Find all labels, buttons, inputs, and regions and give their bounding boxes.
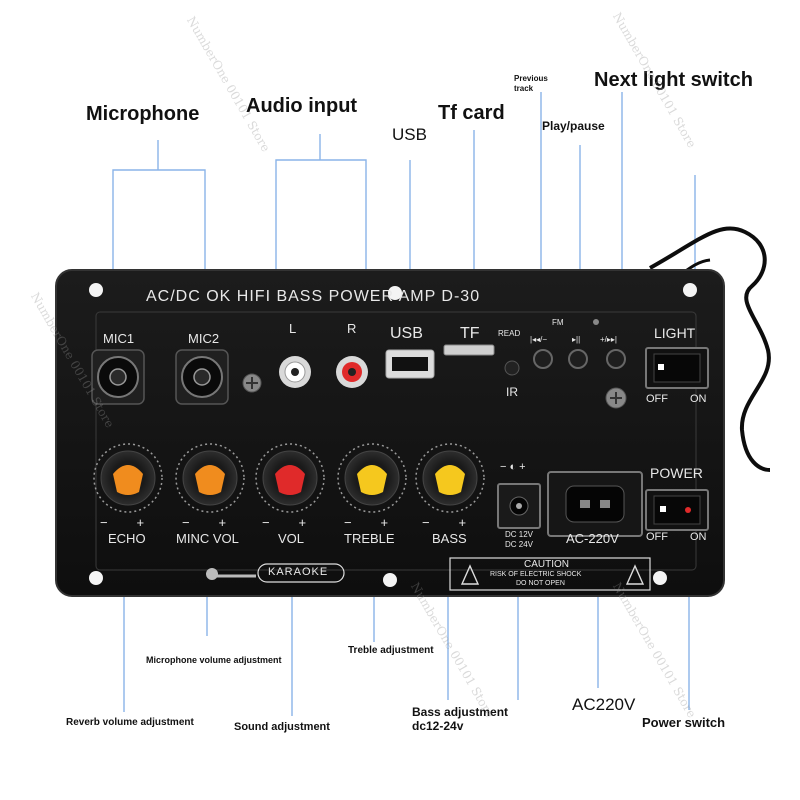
vol-range: − + [262,515,307,530]
next-light-switch-callout: Next light switch [594,69,753,91]
power-label: POWER [650,465,703,481]
usb-label: USB [390,325,423,342]
echo-knob[interactable] [113,465,143,495]
mic2-label: MIC2 [188,331,220,346]
left-channel-label: L [289,321,297,336]
tf-slot [443,344,495,356]
dc-range-callout: dc12-24v [412,719,464,733]
tf-label: TF [460,325,480,342]
treble-callout: Treble adjustment [348,645,434,656]
karaoke-label: KARAOKE [268,566,329,578]
caution-box [449,557,651,591]
next-button [606,349,626,369]
treble-knob[interactable] [357,465,387,495]
light-switch [645,347,709,389]
caution-title: CAUTION [524,559,569,570]
dc-12v-label: DC 12V [505,530,534,539]
ir-label: IR [506,385,518,399]
previous-track-callout: Previous track [514,74,548,93]
mic2-jack [175,349,229,405]
ac-220v-label: AC-220V [566,531,619,546]
usb-port [385,349,435,379]
dc-polarity-label: − ◐ + [500,461,526,473]
treble-label: TREBLE [344,531,395,546]
ac-socket [547,471,643,537]
sound-adjustment-callout: Sound adjustment [234,721,330,733]
power-rocker [645,489,709,531]
treble-range: − + [344,515,389,530]
rca-left-jack [279,356,311,388]
bass-label: BASS [432,531,467,546]
light-label: LIGHT [654,325,696,341]
mic1-label: MIC1 [103,331,135,346]
mic-vol-label: MINC VOL [176,531,239,546]
mic-vol-range: − + [182,515,227,530]
echo-range: − + [100,515,145,530]
usb-callout: USB [392,125,427,144]
light-on-label: ON [690,393,707,405]
audio-input-bracket [275,134,367,360]
prev-button [533,349,553,369]
reverb-volume-callout: Reverb volume adjustment [66,717,194,728]
read-label: READ [498,329,521,338]
vol-knob[interactable] [275,465,305,495]
mount-hole [89,283,103,297]
bass-adjustment-callout: Bass adjustment [412,705,509,719]
mount-hole [388,286,402,300]
bass-range: − + [422,515,467,530]
mount-hole [653,571,667,585]
vol-label: VOL [278,531,305,546]
caution-line-2: DO NOT OPEN [516,580,565,587]
ac220v-callout: AC220V [572,695,636,714]
play-button [568,349,588,369]
light-off-label: OFF [646,393,668,405]
panel-title: AC/DC OK HIFI BASS POWER AMP D-30 [146,288,481,305]
prev-button-label: |◂◂/− [530,335,548,344]
echo-label: ECHO [108,531,146,546]
mic-volume-callout: Microphone volume adjustment [146,655,282,665]
fm-led [593,319,599,325]
ir-sensor [504,360,520,376]
dc-jack [497,483,541,529]
play-pause-callout: Play/pause [542,119,605,133]
tf-card-callout: Tf card [438,102,505,124]
dc-24v-label: DC 24V [505,540,534,549]
power-switch-callout: Power switch [642,715,726,730]
mount-hole [89,571,103,585]
mount-hole [383,573,397,587]
microphone-callout: Microphone [86,103,200,125]
play-button-label: ▸|| [572,335,581,344]
rca-right-jack [336,356,368,388]
karaoke-badge [257,563,345,583]
fm-label: FM [552,318,564,327]
power-off-label: OFF [646,531,668,543]
right-channel-label: R [347,321,357,336]
mic1-jack [91,349,145,405]
power-on-label: ON [690,531,707,543]
audio-input-callout: Audio input [246,95,358,117]
bass-knob[interactable] [435,465,465,495]
mount-hole [683,283,697,297]
next-button-label: +/▸▸| [600,335,618,344]
caution-line-1: RISK OF ELECTRIC SHOCK [490,571,582,578]
mic-vol-knob[interactable] [195,465,225,495]
karaoke-mic-dot [206,568,218,580]
warning-icon [460,564,480,585]
